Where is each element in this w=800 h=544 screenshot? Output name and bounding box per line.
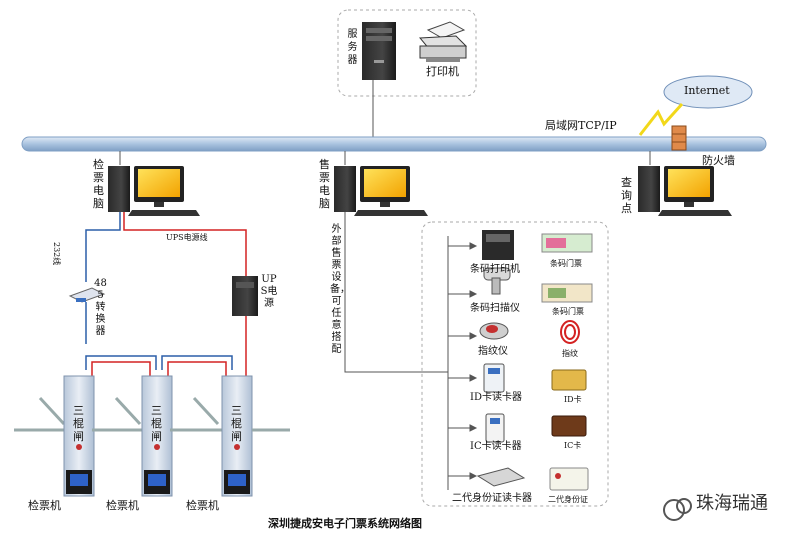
diagram-caption: 深圳捷成安电子门票系统网络图 — [268, 517, 422, 530]
device-label-5: IC卡读卡器 — [470, 441, 522, 452]
watermark-text: 珠海瑞通 — [696, 493, 768, 514]
media-label-6: 二代身份证 — [548, 495, 588, 504]
cable-232-label: 232线 — [52, 242, 61, 266]
device-label-3: 指纹仪 — [478, 346, 508, 357]
turnstile-1-label: 三棍闸 — [73, 404, 84, 443]
media-label-3: 指纹 — [562, 349, 578, 358]
barcode-ticket-icon — [541, 233, 593, 253]
selling-pc-label: 售票电脑 — [319, 158, 330, 210]
ups-icon — [232, 276, 258, 316]
device-label-4: ID卡读卡器 — [470, 392, 522, 403]
lan-label: 局域网TCP/IP — [545, 119, 617, 132]
turnstile-2 — [92, 375, 173, 497]
media-label-1: 条码门票 — [550, 259, 582, 268]
lightning-icon — [638, 102, 684, 136]
checking-pc-label: 检票电脑 — [93, 158, 104, 210]
id-card-reader-2nd-gen-icon — [476, 467, 526, 487]
terminal-2-label: 检票机 — [106, 499, 139, 512]
id-card-reader-icon — [483, 363, 505, 393]
terminal-3-label: 检票机 — [186, 499, 219, 512]
barcode-scanner-icon — [483, 267, 511, 295]
ups-label: UPS电源 — [260, 274, 278, 309]
device-label-6: 二代身份证读卡器 — [452, 493, 532, 504]
server-tower-icon — [362, 22, 396, 80]
id-card-icon — [551, 369, 587, 391]
firewall-icon — [671, 125, 687, 151]
national-id-card-icon — [549, 467, 589, 491]
internet-cloud-icon — [663, 75, 753, 109]
device-group-frame — [421, 221, 609, 507]
device-label-2: 条码扫描仪 — [470, 303, 520, 314]
barcode-ticket-2-icon — [541, 283, 593, 303]
device-label-1: 条码打印机 — [470, 264, 520, 275]
query-pc-icon — [638, 166, 732, 216]
converter-485-label: 485转换器 — [94, 278, 107, 337]
external-devices-label: 外部售票设备，可任意搭配 — [330, 224, 350, 355]
lan-bus — [21, 136, 767, 152]
internet-label: Internet — [684, 84, 730, 97]
fingerprint-reader-icon — [479, 322, 509, 340]
turnstile-3 — [170, 375, 253, 497]
media-label-4: ID卡 — [564, 395, 582, 404]
firewall-label: 防火墙 — [702, 154, 735, 167]
printer-icon — [418, 21, 468, 62]
selling-pc-icon — [334, 166, 428, 216]
barcode-printer-icon — [482, 230, 514, 260]
server-label: 服务器 — [347, 29, 358, 66]
ups-cable-label: UPS电源线 — [166, 233, 208, 242]
media-label-5: IC卡 — [564, 441, 582, 450]
checking-pc-icon — [108, 166, 200, 216]
ic-card-reader-icon — [485, 413, 505, 443]
turnstile-3-label: 三棍闸 — [231, 404, 242, 443]
media-label-2: 条码门票 — [552, 307, 584, 316]
printer-label: 打印机 — [426, 65, 459, 78]
query-pc-label: 查询点 — [621, 176, 632, 215]
ic-card-icon — [551, 415, 587, 437]
watermark-logo-icon — [663, 498, 692, 521]
turnstile-2-label: 三棍闸 — [151, 404, 162, 443]
fingerprint-icon — [560, 320, 580, 344]
terminal-1-label: 检票机 — [28, 499, 61, 512]
converter-485-icon — [68, 287, 106, 303]
turnstile-1 — [14, 375, 95, 497]
